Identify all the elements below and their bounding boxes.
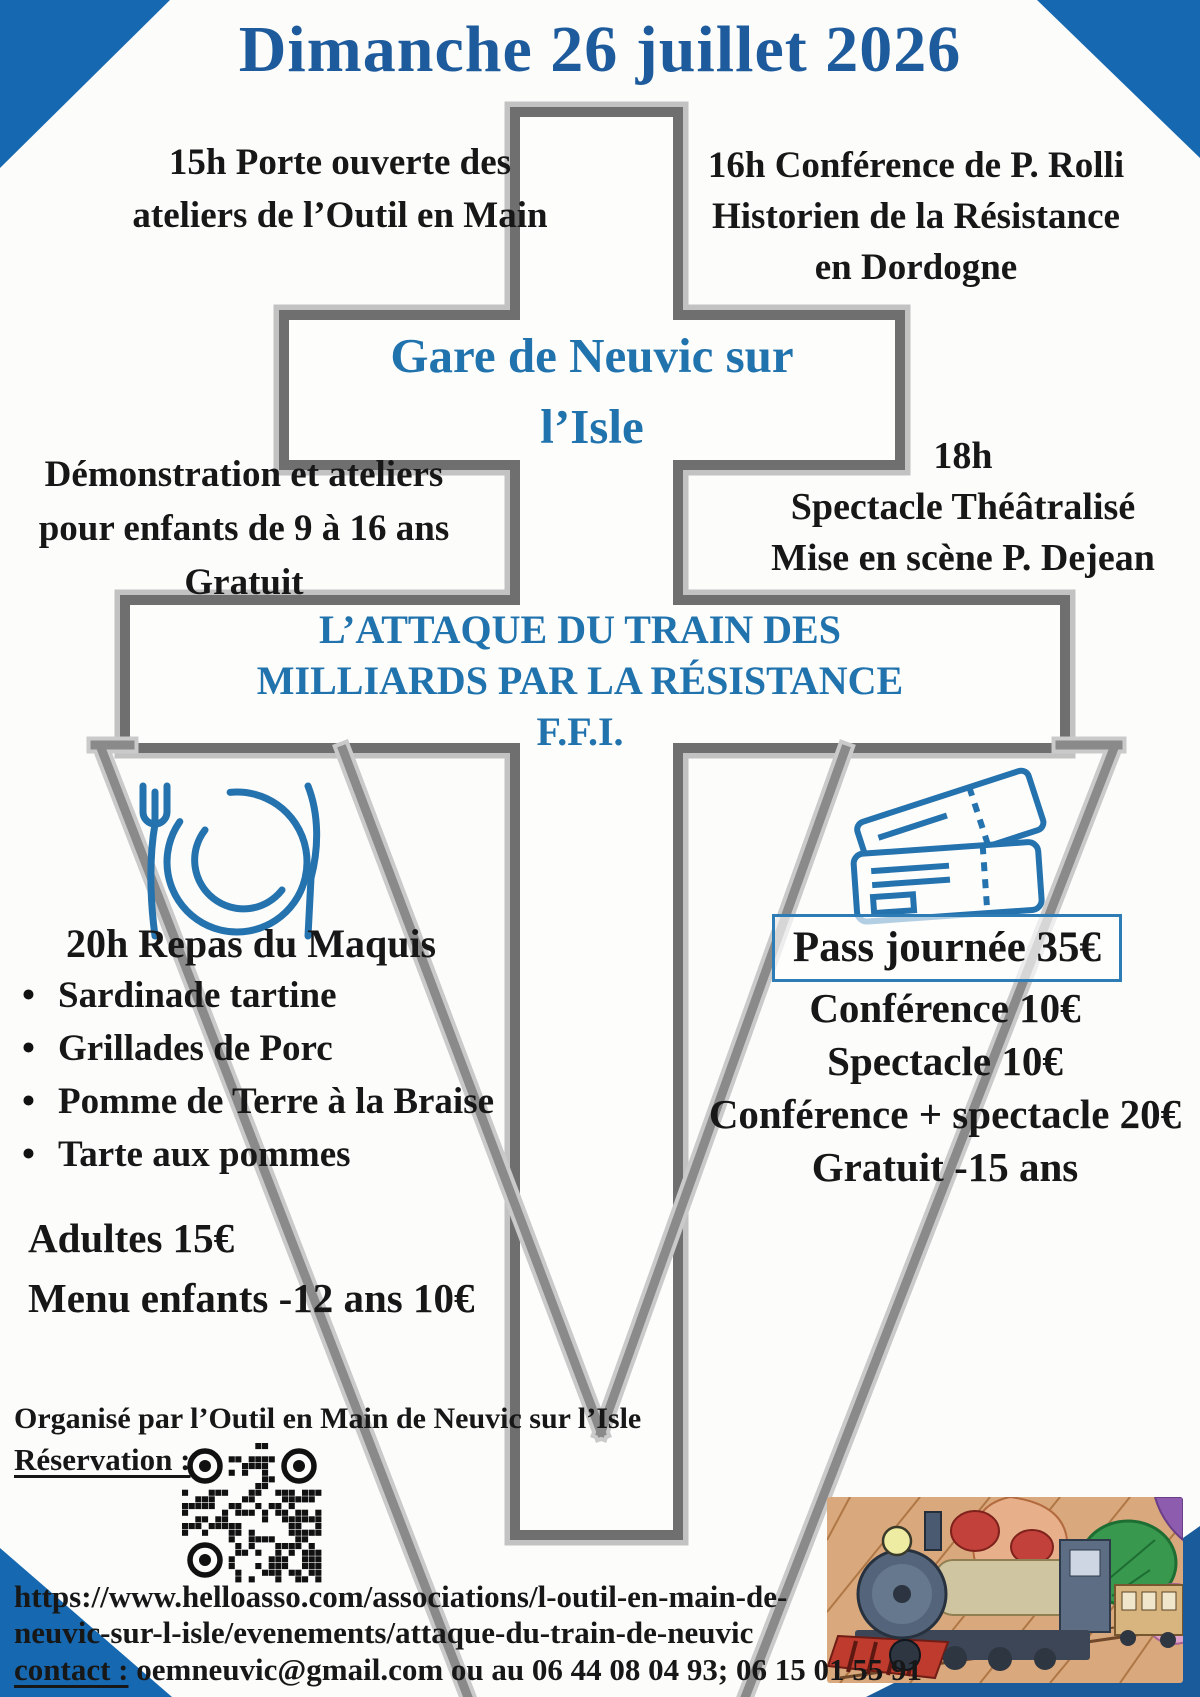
reservation-label: Réservation : <box>14 1442 191 1477</box>
reservation-url-line2: neuvic-sur-l-isle/evenements/attaque-du-… <box>14 1615 754 1650</box>
event-18h-time: 18h <box>933 435 993 477</box>
event-18h-line3: Mise en scène P. Dejean <box>771 537 1155 579</box>
show-title: L’ATTAQUE DU TRAIN DES MILLIARDS PAR LA … <box>256 607 904 754</box>
venue-name: Gare de Neuvic sur l’Isle <box>390 328 794 454</box>
price-row: Conférence 10€ <box>809 985 1081 1031</box>
corner-triangle-bottom-left <box>0 1548 172 1697</box>
event-18h-line2: Spectacle Théâtralisé <box>790 486 1136 528</box>
cutlery-plate-icon <box>139 782 321 940</box>
event-18h-block: 18h Spectacle Théâtralisé Mise en scène … <box>713 431 1200 584</box>
menu-item: Tarte aux pommes <box>22 1133 351 1176</box>
event-15h-time: 15h <box>168 142 227 183</box>
event-15h-line1: 15h Porte ouverte des <box>168 142 512 183</box>
workshops-block: Démonstration et ateliers pour enfants d… <box>38 454 450 603</box>
price-adults: Adultes 15€ <box>28 1215 235 1261</box>
corner-triangle-top-left <box>0 0 170 168</box>
dinner-heading: 20h Repas du Maquis <box>66 921 437 966</box>
event-15h-line2: ateliers de l’Outil en Main <box>132 195 548 236</box>
corner-triangle-top-right <box>1037 0 1200 158</box>
reservation-url-line1: https://www.helloasso.com/associations/l… <box>14 1579 788 1614</box>
event-16h-block: 16h Conférence de P. Rolli Historien de … <box>660 140 1172 293</box>
price-row: Conférence + spectacle 20€ <box>708 1091 1182 1137</box>
day-pass-badge: Pass journée 35€ <box>772 914 1122 982</box>
contact-details: oemneuvic@gmail.com ou au 06 44 08 04 93… <box>128 1652 922 1687</box>
price-children: Menu enfants -12 ans 10€ <box>28 1275 475 1321</box>
menu-item: Sardinade tartine <box>22 974 336 1017</box>
dinner-time: 20h <box>66 921 129 966</box>
menu-item: Pomme de Terre à la Braise <box>22 1080 494 1123</box>
contact-line: contact : oemneuvic@gmail.com ou au 06 4… <box>14 1652 922 1688</box>
event-16h-line1: 16h Conférence de P. Rolli <box>707 145 1125 186</box>
price-row: Gratuit -15 ans <box>811 1144 1079 1190</box>
price-row: Spectacle 10€ <box>827 1038 1063 1084</box>
poster-date-title: Dimanche 26 juillet 2026 <box>238 13 962 86</box>
event-16h-line2: Historien de la Résistance <box>712 196 1120 237</box>
train-artwork-image <box>827 1497 1183 1683</box>
event-16h-time: 16h <box>707 145 766 186</box>
menu-item: Grillades de Porc <box>22 1027 333 1070</box>
contact-label: contact : <box>14 1652 129 1687</box>
tickets-icon <box>850 767 1047 925</box>
event-15h-block: 15h Porte ouverte des ateliers de l’Outi… <box>80 136 600 242</box>
organizer-line: Organisé par l’Outil en Main de Neuvic s… <box>14 1402 642 1435</box>
cross-of-lorraine-graphic <box>114 101 1076 1546</box>
qr-code <box>182 1443 322 1583</box>
event-16h-line3: en Dordogne <box>814 247 1018 288</box>
